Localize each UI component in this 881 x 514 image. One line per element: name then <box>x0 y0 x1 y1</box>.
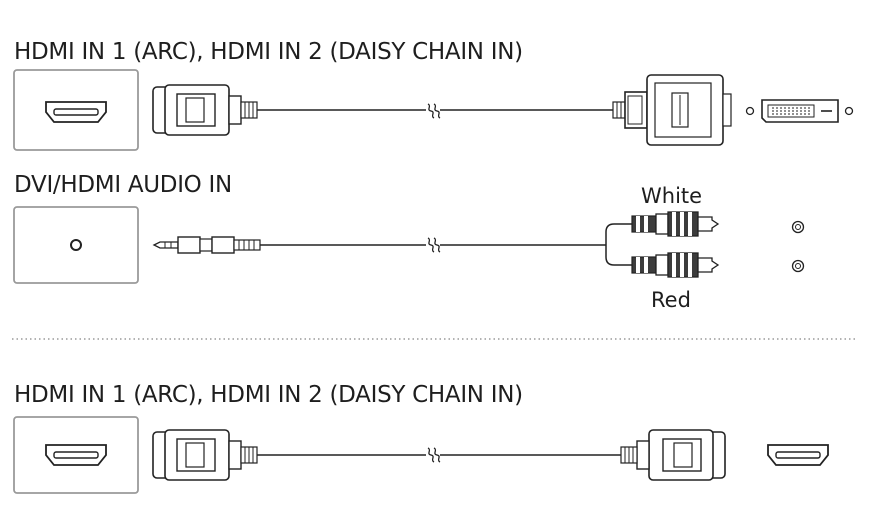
cable-break-icon <box>425 101 441 121</box>
dvi-port-icon <box>745 99 854 123</box>
rca-jack-icon <box>791 220 805 234</box>
hdmi-port-icon <box>45 444 107 466</box>
section-1-heading: HDMI IN 1 (ARC), HDMI IN 2 (DAISY CHAIN … <box>14 39 523 65</box>
hdmi-plug-icon <box>152 429 258 481</box>
audio-jack-port-icon <box>70 239 82 251</box>
hdmi-port-icon <box>45 101 107 123</box>
dvi-plug-icon <box>612 74 732 146</box>
hdmi-plug-icon <box>620 429 726 481</box>
rca-plug-icon <box>631 252 720 278</box>
section-2-heading: DVI/HDMI AUDIO IN <box>14 172 232 198</box>
cable-break-icon <box>425 445 441 465</box>
hdmi-plug-icon <box>152 84 258 136</box>
rca-jack-icon <box>791 259 805 273</box>
section-3-heading: HDMI IN 1 (ARC), HDMI IN 2 (DAISY CHAIN … <box>14 382 523 408</box>
hdmi-port-icon <box>767 444 829 466</box>
stereo-mini-plug-icon <box>152 236 261 254</box>
rca-plug-icon <box>631 211 720 237</box>
cable-break-icon <box>425 235 441 255</box>
white-label: White <box>641 184 703 208</box>
red-label: Red <box>651 288 691 312</box>
